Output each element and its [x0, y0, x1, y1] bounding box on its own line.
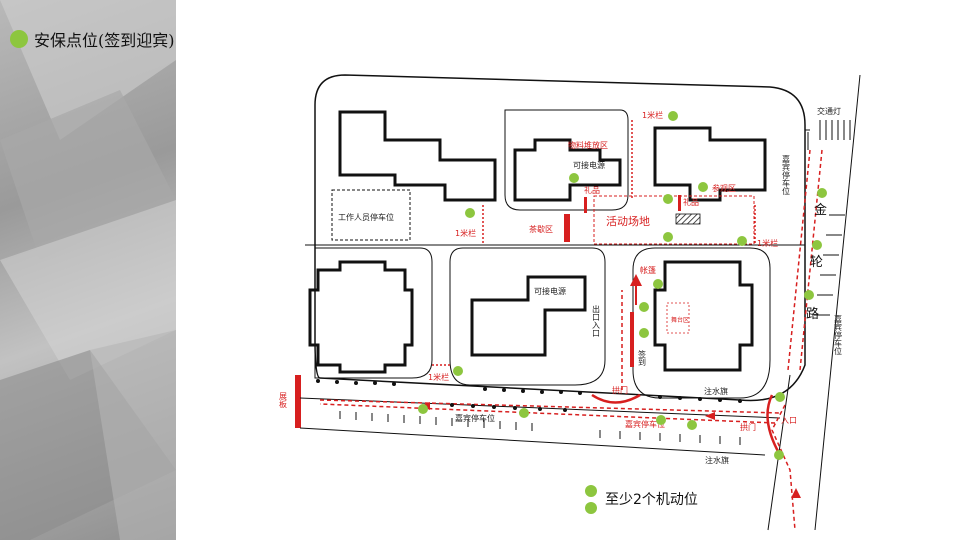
watermark-bottom-label: 注水旗 — [705, 455, 729, 465]
arrow-left-icon-2 — [705, 412, 715, 420]
security-marker — [812, 240, 822, 250]
watermark-top-label: 注水旗 — [704, 386, 728, 396]
bar-1m-bottom-label: 1米栏 — [428, 372, 449, 382]
security-marker-group — [418, 111, 827, 460]
building-top-right — [653, 126, 767, 202]
right-traffic-line-1 — [799, 149, 823, 371]
building-top-middle — [513, 138, 622, 202]
decorative-side-panel — [0, 0, 176, 540]
zone-lower-left — [314, 247, 433, 379]
sign-in-barrier — [630, 312, 634, 367]
road-edge-lower — [299, 427, 766, 456]
security-marker — [653, 279, 663, 289]
road-name-1: 金 — [814, 202, 827, 218]
display-board-barrier — [295, 375, 301, 428]
power-mid-label: 可接电源 — [534, 286, 566, 296]
arch-gate-left — [591, 393, 641, 404]
building-top-left — [338, 110, 497, 202]
arrow-up-icon — [630, 274, 642, 286]
barrier-ceremony-right — [678, 195, 681, 211]
green-marker-icon — [10, 30, 28, 48]
road-name-2: 轮 — [810, 255, 823, 270]
security-marker — [698, 182, 708, 192]
right-traffic-line-2 — [787, 149, 811, 371]
parking-ticks — [339, 411, 741, 445]
security-marker — [737, 236, 747, 246]
staff-parking-area — [331, 189, 411, 241]
activity-area — [593, 195, 755, 245]
security-marker — [687, 420, 697, 430]
building-lower-right — [653, 260, 754, 372]
tea-area-label: 茶歇区 — [529, 224, 553, 234]
exit-sign-label: 出口入口 — [592, 304, 601, 337]
zone-lower-right — [632, 247, 771, 399]
arch-gate-right — [766, 394, 782, 456]
barrier-ceremony-left — [584, 197, 587, 213]
site-boundary — [314, 74, 806, 402]
bar-1m-right-label: 1米栏 — [757, 238, 778, 248]
stage-box — [666, 302, 690, 334]
entrance-label: 入口 — [781, 416, 797, 425]
security-marker — [569, 173, 579, 183]
security-marker — [663, 232, 673, 242]
slide-title: 安保点位(签到迎宾) — [10, 28, 175, 50]
title-text: 安保点位(签到迎宾) — [34, 31, 175, 50]
arrow-down-icon — [791, 488, 801, 498]
building-zone-middle — [504, 109, 629, 211]
legend-markers — [585, 484, 597, 514]
security-marker — [663, 194, 673, 204]
display-board-label: 展板 — [279, 392, 288, 409]
security-marker — [656, 415, 666, 425]
traffic-light-label: 交通灯 — [817, 106, 841, 116]
barrier-tea — [564, 214, 570, 242]
security-marker — [775, 392, 785, 402]
visitor-area-label: 参观区 — [712, 183, 736, 193]
stage-box-label: 舞台区 — [671, 316, 689, 324]
road-name-3: 路 — [806, 306, 819, 322]
right-road-ticks — [805, 120, 851, 316]
guest-parking-right-label: 嘉宾停车位 — [834, 314, 843, 355]
stage-block — [675, 213, 701, 225]
sign-in-label: 签到 — [638, 349, 647, 366]
ceremony-right-label: 礼品 — [683, 197, 699, 207]
security-marker — [418, 404, 428, 414]
security-marker — [465, 208, 475, 218]
security-marker — [639, 328, 649, 338]
tent-label: 帐篷 — [640, 265, 656, 275]
activity-area-label: 活动场地 — [606, 214, 650, 228]
geometric-pattern — [0, 0, 176, 540]
arch-left-label: 拱门 — [612, 385, 628, 395]
security-marker — [804, 290, 814, 300]
security-marker — [774, 450, 784, 460]
guest-parking-bottom-label: 嘉宾停车位 — [455, 413, 495, 423]
bar-1m-left-label: 1米栏 — [455, 228, 476, 238]
bar-1m-top-label: 1米栏 — [642, 110, 663, 120]
security-marker — [639, 302, 649, 312]
security-marker — [519, 408, 529, 418]
legend: 至少2个机动位 — [585, 484, 698, 514]
ceremony-left-label: 礼品 — [584, 185, 600, 195]
building-lower-left — [308, 260, 414, 374]
arch-right-label: 拱门 — [740, 422, 756, 432]
guest-parking-right-top-label: 嘉宾停车位 — [782, 154, 791, 195]
power-top-label: 可接电源 — [573, 160, 605, 170]
guest-parking-road-label: 嘉宾停车位 — [625, 419, 665, 429]
legend-text: 至少2个机动位 — [605, 492, 698, 508]
security-marker — [668, 111, 678, 121]
traffic-line-2 — [319, 403, 776, 424]
staff-parking-label: 工作人员停车位 — [338, 212, 394, 222]
right-road-edge — [814, 74, 861, 531]
security-marker — [453, 366, 463, 376]
entrance-path — [771, 404, 796, 531]
materials-area-label: 物料堆放区 — [568, 140, 608, 150]
building-lower-middle — [470, 275, 587, 357]
green-marker-icon — [585, 484, 597, 497]
security-marker — [817, 188, 827, 198]
bollard-row — [316, 379, 742, 412]
zone-lower-middle — [449, 247, 606, 386]
green-marker-icon — [585, 501, 597, 514]
